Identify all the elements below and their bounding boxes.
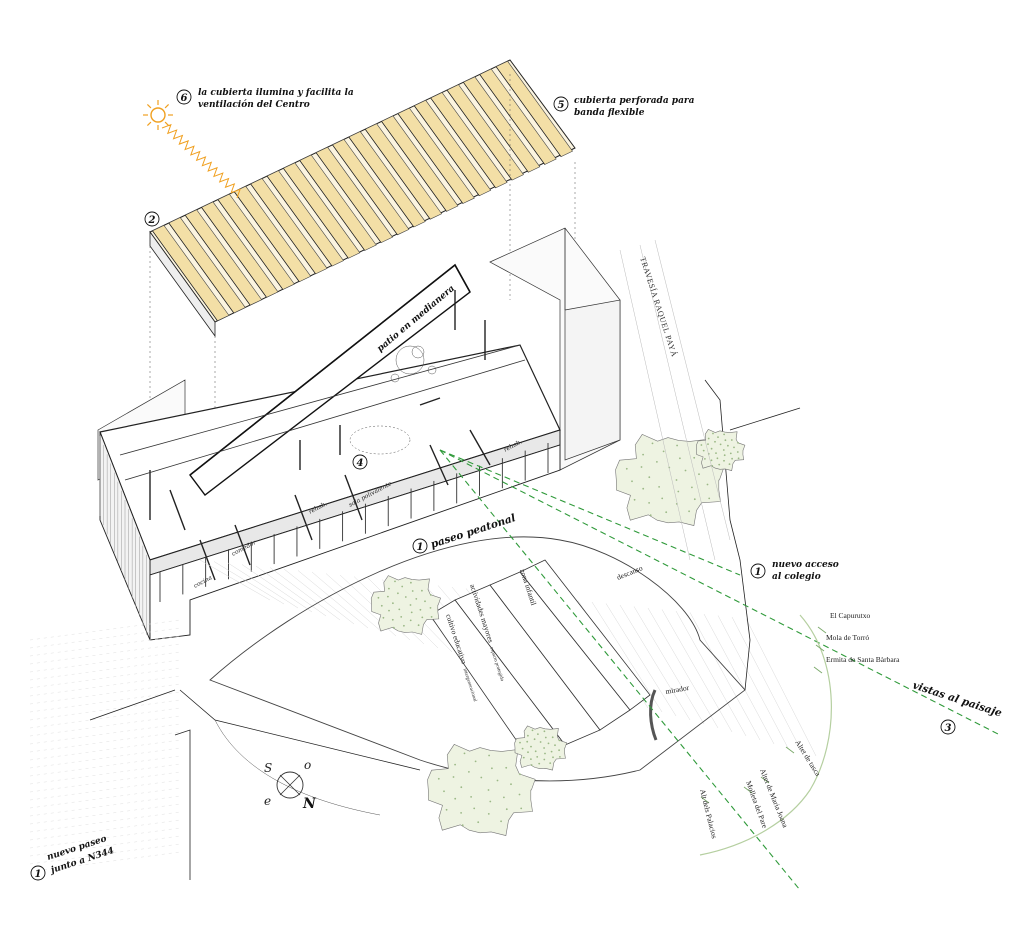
callout-6-line1: la cubierta ilumina y facilita la [198, 88, 354, 98]
view-alt-dels-palacios: Alt dels Palacios [698, 788, 719, 839]
compass-n: N [302, 796, 317, 812]
plaza [29, 379, 817, 880]
sun-icon [143, 100, 241, 199]
callout-2: 2 [144, 211, 160, 227]
callout-5-line2: banda flexible [574, 108, 645, 118]
compass-s: S [264, 761, 272, 775]
roof-cover [149, 59, 576, 338]
view-mola-de-torro: Mola de Torró [826, 633, 869, 642]
callout-paseo: 1 paseo peatonal [412, 512, 517, 554]
callout-6: 6 la cubierta ilumina y facilita la vent… [176, 88, 354, 110]
callout-4: 4 [352, 454, 368, 470]
road-lines [619, 239, 731, 561]
callout-6-number: 6 [181, 93, 188, 104]
callout-acceso-line1: nuevo acceso [772, 560, 839, 570]
callout-4-number: 4 [357, 458, 364, 469]
callout-5-number: 5 [558, 100, 565, 111]
callout-paseo-label: paseo peatonal [429, 512, 517, 551]
tree [695, 429, 746, 471]
callout-acceso: 1 nuevo acceso al colegio [750, 560, 839, 582]
callout-5-line1: cubierta perforada para [574, 96, 695, 106]
tree [370, 575, 441, 635]
callout-acceso-number: 1 [755, 567, 762, 578]
callout-2-number: 2 [148, 215, 156, 226]
tree [427, 744, 536, 836]
compass-e: e [264, 794, 271, 808]
building [97, 227, 621, 641]
callout-nuevo-number: 1 [35, 869, 42, 880]
callout-vistas: vistas al paisaje 3 [911, 679, 1004, 735]
callout-6-line2: ventilación del Centro [198, 99, 310, 110]
view-lines [439, 449, 1001, 891]
callout-nuevo-paseo: 1 nuevo paseo junto a N344 [30, 834, 115, 881]
callout-vistas-number: 3 [945, 723, 952, 734]
callout-5: 5 cubierta perforada para banda flexible [553, 96, 695, 118]
callout-paseo-number: 1 [417, 542, 424, 553]
callout-acceso-line2: al colegio [772, 572, 821, 582]
patio-furniture [349, 345, 437, 455]
view-altet-de-tasca: Altet de tasca [793, 738, 823, 778]
compass-icon: S o e N [264, 758, 317, 812]
tree [514, 725, 568, 771]
street-name-label: TRAVESÍA RAQUEL PAYÁ [638, 256, 680, 359]
compass-o: o [304, 758, 311, 772]
view-ermita-santa-barbara: Ermita de Santa Bàrbara [826, 655, 900, 664]
mirador-label: mirador [665, 683, 690, 696]
trees [370, 429, 746, 836]
view-el-capurutxo: El Capurutxo [830, 611, 870, 620]
